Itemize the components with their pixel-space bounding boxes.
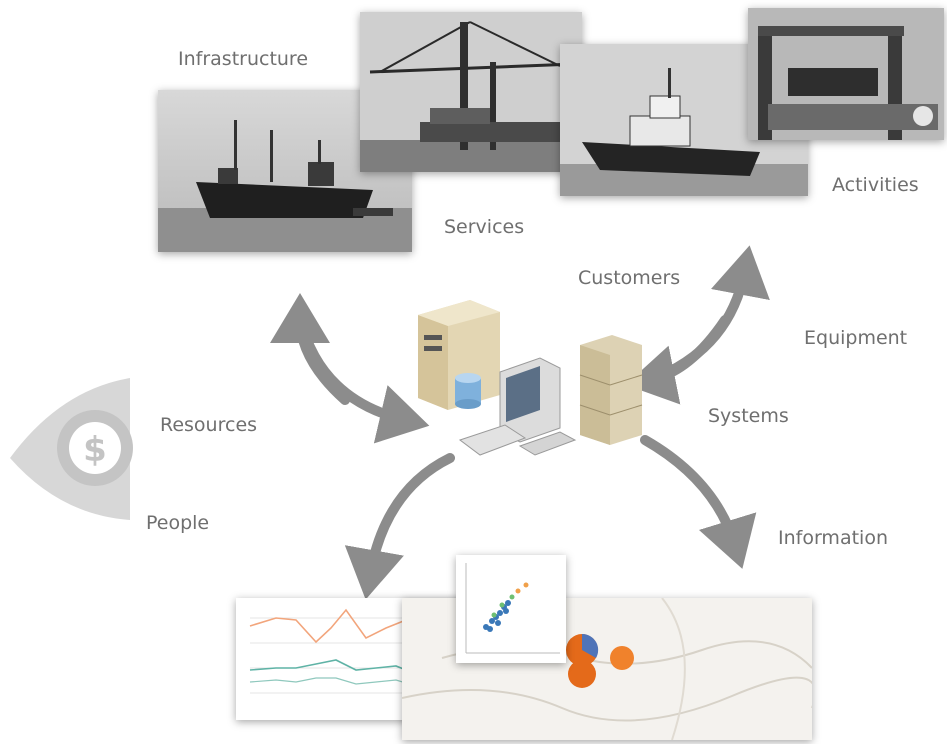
label-services: Services [444, 216, 525, 238]
database-icon [455, 373, 481, 409]
label-equipment: Equipment [804, 327, 908, 349]
server-rack-icon [579, 335, 643, 445]
curved-arrow-icon [625, 315, 730, 405]
label-customers: Customers [578, 267, 681, 289]
curved-arrow-icon [640, 435, 757, 569]
label-people: People [146, 512, 210, 534]
label-activities: Activities [832, 174, 919, 196]
map-report [402, 598, 812, 740]
svg-text:$: $ [83, 430, 107, 470]
curved-arrow-icon [270, 293, 350, 405]
map-bubble [610, 646, 634, 670]
label-resources: Resources [160, 414, 258, 436]
terminal-equipment-photo [748, 8, 944, 140]
container-crane-photo [360, 12, 582, 172]
label-infrastructure: Infrastructure [178, 48, 309, 70]
label-information: Information [778, 527, 888, 549]
scatter-plot-report [456, 555, 566, 663]
label-systems: Systems [708, 405, 789, 427]
map-bubble [568, 660, 596, 688]
curved-arrow-icon [344, 453, 455, 600]
desktop-computer-icon [458, 357, 577, 456]
